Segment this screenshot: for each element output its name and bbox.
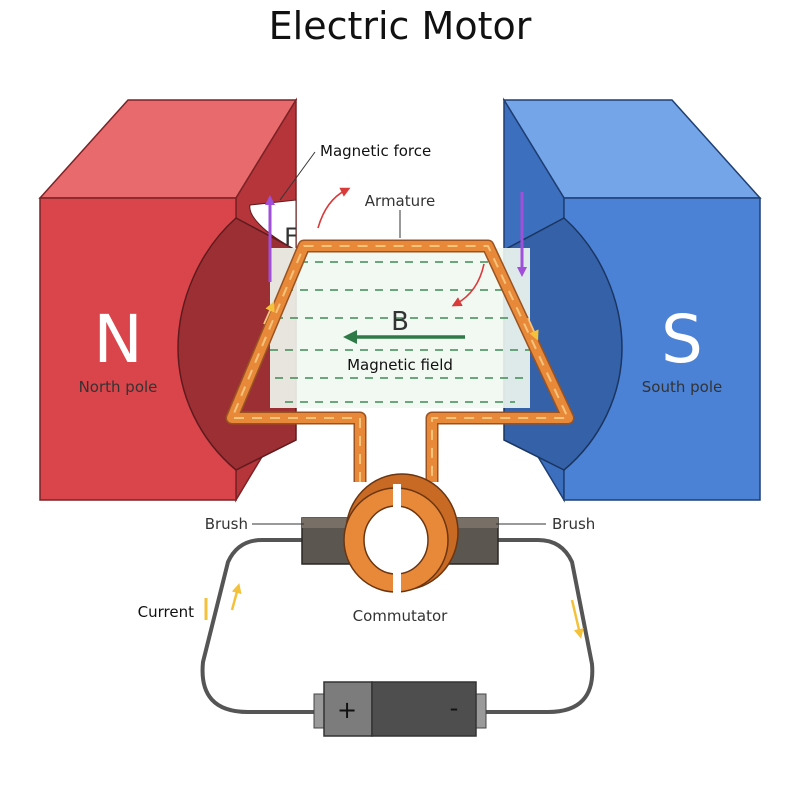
south-magnet: S South pole bbox=[502, 97, 762, 503]
force-symbol: F bbox=[284, 223, 298, 251]
diagram-title: Electric Motor bbox=[268, 4, 532, 48]
rotation-arrow-right-icon bbox=[451, 263, 485, 307]
current-arrow-right-icon bbox=[570, 599, 584, 639]
current-arrow-left-icon bbox=[230, 583, 242, 611]
armature-label: Armature bbox=[365, 192, 435, 210]
commutator-hole bbox=[363, 505, 429, 575]
magnetic-force-label: Magnetic force bbox=[320, 142, 431, 160]
commutator-split-top bbox=[393, 484, 401, 508]
north-magnet: N North pole bbox=[38, 97, 298, 503]
battery-minus-label: - bbox=[450, 694, 459, 722]
battery-body-negative bbox=[371, 681, 477, 737]
commutator-split-bottom bbox=[393, 572, 401, 596]
south-caption: South pole bbox=[642, 378, 722, 396]
brush-right-label: Brush bbox=[552, 515, 595, 533]
commutator bbox=[343, 473, 459, 596]
north-letter: N bbox=[93, 301, 142, 378]
force-label-leader bbox=[279, 151, 316, 201]
brush-left-label: Brush bbox=[205, 515, 248, 533]
battery-plus-label: + bbox=[337, 696, 357, 724]
battery-body-positive bbox=[323, 681, 373, 737]
field-region bbox=[270, 248, 530, 408]
commutator-label: Commutator bbox=[353, 607, 449, 625]
coil-loop-inner bbox=[231, 245, 569, 482]
south-letter: S bbox=[661, 301, 703, 378]
coil-current-arrow-right-icon bbox=[527, 317, 539, 341]
brush-left-shade bbox=[302, 518, 358, 528]
field-lines bbox=[270, 261, 530, 403]
north-pole-hollow bbox=[177, 217, 297, 471]
current-label: Current bbox=[138, 603, 194, 621]
north-magnet-front bbox=[39, 197, 237, 501]
south-pole-hollow bbox=[503, 217, 623, 471]
circuit-wire bbox=[200, 538, 595, 714]
battery: + - bbox=[313, 681, 487, 737]
coil-current-arrow-left-icon bbox=[263, 301, 275, 325]
rotation-arrow-top-icon bbox=[317, 187, 351, 229]
brush-right-shade bbox=[442, 518, 498, 528]
north-caption: North pole bbox=[79, 378, 158, 396]
field-symbol: B bbox=[391, 307, 409, 337]
armature-coil bbox=[225, 239, 575, 482]
magnetic-field-label: Magnetic field bbox=[347, 356, 453, 374]
north-pole-cut bbox=[249, 199, 297, 251]
